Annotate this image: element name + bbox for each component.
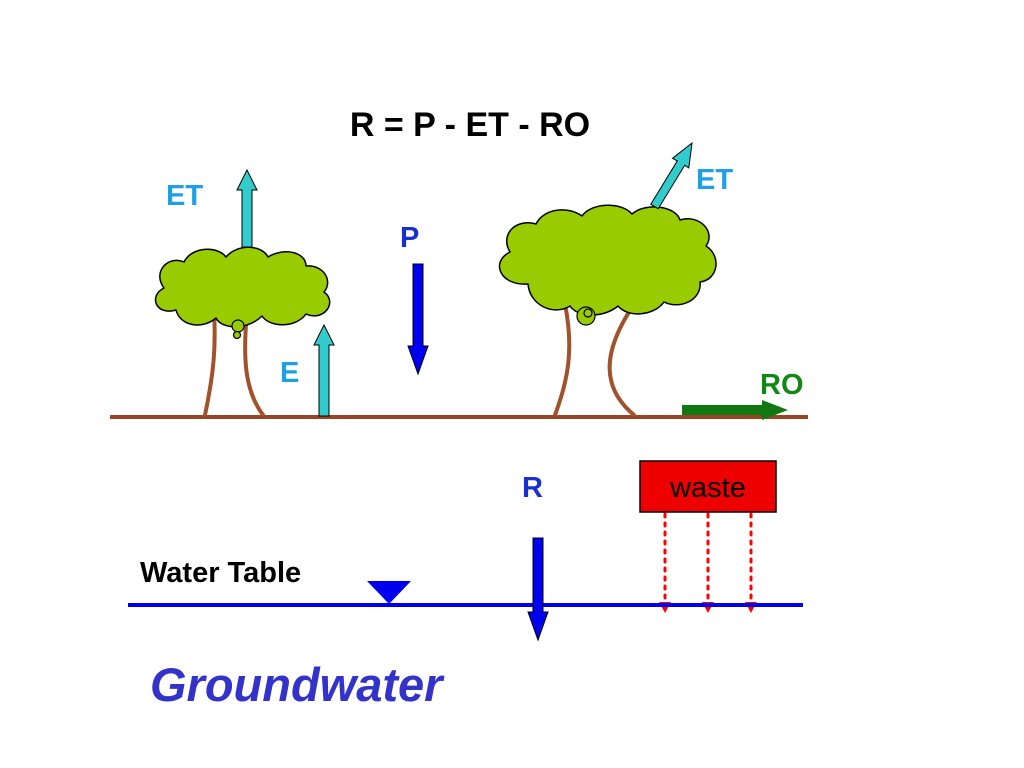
right-tree-knot [576,306,596,326]
et-label-right: ET [696,164,734,196]
water-balance-equation: R = P - ET - RO [349,106,591,144]
et-arrow-right [650,141,693,210]
et-arrow-left [236,168,258,248]
waste-seepage [659,512,757,613]
runoff-label: RO [760,369,804,401]
et-label-left: ET [166,180,204,212]
left-tree-canopy [154,246,331,328]
groundwater-label: Groundwater [150,658,443,711]
water-table-symbol [367,581,411,604]
right-tree-canopy [498,204,717,316]
runoff-arrow [682,400,788,420]
evaporation-label: E [280,357,300,389]
recharge-arrow [527,537,549,642]
water-table-label: Water Table [140,557,302,589]
waste-box [639,460,777,513]
waste-label: waste [670,472,746,504]
precipitation-label: P [400,222,420,254]
left-tree-knot [231,319,245,340]
precipitation-arrow [407,263,429,376]
right-tree-trunk [553,298,639,417]
recharge-label: R [522,472,543,504]
evaporation-arrow [313,323,335,417]
